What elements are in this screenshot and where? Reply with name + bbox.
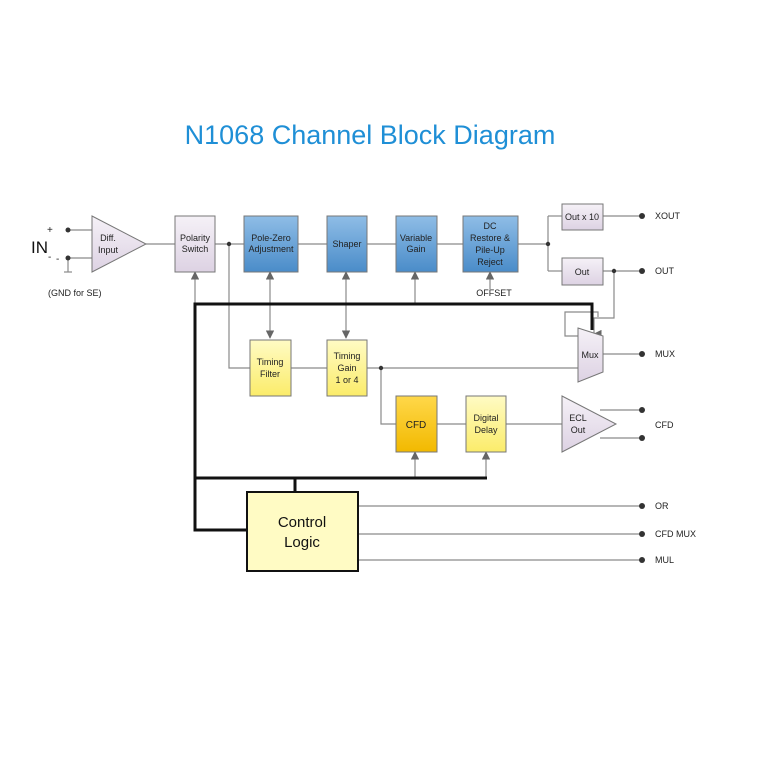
pole-zero-block: Pole-Zero Adjustment bbox=[243, 215, 299, 273]
cfd-mux-terminal bbox=[639, 531, 645, 537]
shaper-label: Shaper bbox=[332, 239, 361, 249]
offset-label: OFFSET bbox=[476, 288, 512, 298]
gnd-note: (GND for SE) bbox=[48, 288, 102, 298]
input-minus-terminal bbox=[65, 255, 71, 261]
polarity-switch-label-2: Switch bbox=[182, 244, 209, 254]
ecl-out-label-2: Out bbox=[571, 425, 586, 435]
junction-dot bbox=[545, 241, 551, 247]
cfd-label: CFD bbox=[406, 420, 427, 431]
dc-restore-label-4: Reject bbox=[477, 257, 503, 267]
digital-delay-label-2: Delay bbox=[474, 425, 498, 435]
junction-dot bbox=[378, 365, 384, 371]
cfd-terminal-1 bbox=[639, 407, 645, 413]
junction-dot bbox=[611, 268, 617, 274]
out-x10-block: Out x 10 bbox=[561, 203, 604, 231]
xout-label: XOUT bbox=[655, 211, 681, 221]
timing-filter-block: Timing Filter bbox=[249, 339, 292, 397]
out-x10-label: Out x 10 bbox=[565, 212, 599, 222]
shaper-block: Shaper bbox=[326, 215, 368, 273]
pole-zero-label-1: Pole-Zero bbox=[251, 233, 291, 243]
timing-gain-block: Timing Gain 1 or 4 bbox=[326, 339, 368, 397]
cfd-terminal-2 bbox=[639, 435, 645, 441]
input-plus-label: + bbox=[47, 225, 53, 236]
control-logic-label-2: Logic bbox=[284, 534, 320, 551]
timing-gain-label-2: Gain bbox=[337, 363, 356, 373]
variable-gain-block: Variable Gain bbox=[395, 215, 438, 273]
dc-restore-label-1: DC bbox=[484, 221, 497, 231]
or-terminal bbox=[639, 503, 645, 509]
ecl-out-label-1: ECL bbox=[569, 413, 587, 423]
digital-delay-block: Digital Delay bbox=[465, 395, 507, 453]
diff-input-label-2: Input bbox=[98, 245, 119, 255]
control-bus bbox=[193, 302, 592, 532]
control-logic-label-1: Control bbox=[278, 514, 326, 531]
timing-gain-label-1: Timing bbox=[334, 351, 361, 361]
input-label-subscript: - bbox=[48, 252, 51, 263]
digital-delay-label-1: Digital bbox=[473, 413, 498, 423]
terminals bbox=[65, 213, 645, 563]
timing-filter-label-2: Filter bbox=[260, 369, 280, 379]
cfd-mux-output-label: CFD MUX bbox=[655, 529, 696, 539]
variable-gain-label-2: Gain bbox=[406, 244, 425, 254]
diff-input-label-1: Diff. bbox=[100, 233, 116, 243]
mul-terminal bbox=[639, 557, 645, 563]
polarity-switch-block: Polarity Switch bbox=[174, 215, 216, 273]
input-label: IN bbox=[31, 238, 48, 257]
ecl-out-amplifier: ECL Out bbox=[561, 395, 618, 453]
diff-input-amplifier: Diff. Input bbox=[91, 215, 148, 273]
input-minus-label: - bbox=[56, 254, 59, 265]
mul-output-label: MUL bbox=[655, 555, 674, 565]
mux-block: Mux bbox=[577, 327, 604, 383]
junction-dot bbox=[226, 241, 232, 247]
timing-filter-label-1: Timing bbox=[257, 357, 284, 367]
out-block: Out bbox=[561, 257, 604, 286]
timing-gain-label-3: 1 or 4 bbox=[335, 375, 358, 385]
dc-restore-block: DC Restore & Pile-Up Reject bbox=[462, 215, 519, 273]
cfd-block: CFD bbox=[395, 395, 438, 453]
cfd-output-label: CFD bbox=[655, 420, 674, 430]
mux-output-label: MUX bbox=[655, 349, 675, 359]
input-plus-terminal bbox=[65, 227, 71, 233]
mux-label: Mux bbox=[581, 350, 599, 360]
page-title: N1068 Channel Block Diagram bbox=[185, 120, 556, 150]
signal-wires bbox=[64, 215, 642, 561]
polarity-switch-label-1: Polarity bbox=[180, 233, 211, 243]
variable-gain-label-1: Variable bbox=[400, 233, 432, 243]
out-terminal bbox=[639, 268, 645, 274]
out-label: Out bbox=[575, 267, 590, 277]
or-output-label: OR bbox=[655, 501, 669, 511]
mux-terminal bbox=[639, 351, 645, 357]
xout-terminal bbox=[639, 213, 645, 219]
dc-restore-label-2: Restore & bbox=[470, 233, 510, 243]
out-output-label: OUT bbox=[655, 266, 675, 276]
dc-restore-label-3: Pile-Up bbox=[475, 245, 505, 255]
pole-zero-label-2: Adjustment bbox=[248, 244, 294, 254]
control-logic-block: Control Logic bbox=[246, 491, 359, 572]
